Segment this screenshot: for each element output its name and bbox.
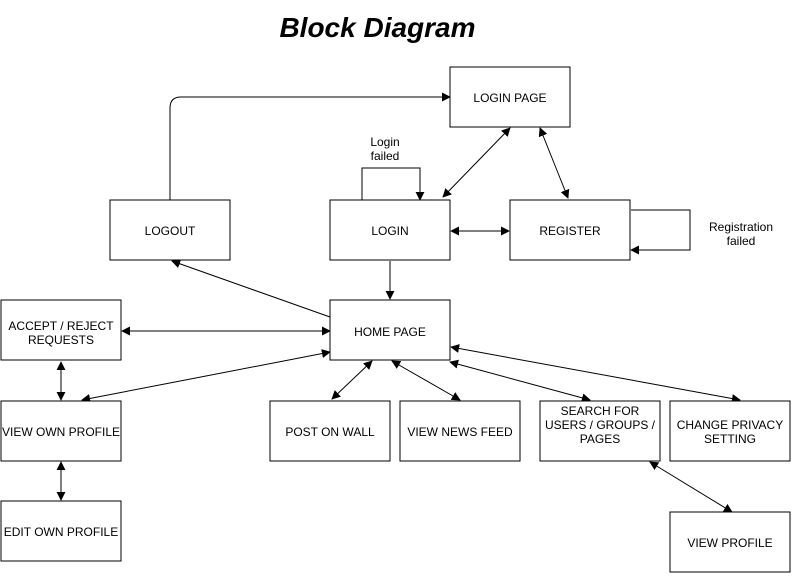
node-change-privacy-label-line2: SETTING — [704, 432, 756, 446]
edge-home-change-privacy — [450, 344, 741, 403]
node-view-news-feed-label: VIEW NEWS FEED — [407, 425, 513, 439]
node-login-page-label: LOGIN PAGE — [473, 91, 546, 105]
edge-login-failed-loop — [361, 167, 425, 201]
edge-home-search — [449, 359, 591, 403]
node-register-label: REGISTER — [539, 224, 601, 238]
node-accept-reject-requests: ACCEPT / REJECT REQUESTS — [0, 299, 122, 361]
node-home-page: HOME PAGE — [329, 299, 451, 361]
node-view-news-feed: VIEW NEWS FEED — [399, 400, 521, 462]
node-logout-label: LOGOUT — [145, 224, 196, 238]
edge-home-news-feed — [391, 360, 461, 401]
note-login-failed-line2: failed — [371, 149, 400, 163]
edge-registration-failed-loop — [630, 209, 691, 255]
node-search-label-line3: PAGES — [580, 432, 620, 446]
edge-register-login-page — [538, 127, 570, 199]
node-view-profile-label: VIEW PROFILE — [687, 536, 772, 550]
node-register: REGISTER — [509, 199, 631, 261]
node-accept-reject-label-line2: REQUESTS — [28, 333, 94, 347]
note-registration-failed-line1: Registration — [709, 220, 773, 234]
node-post-on-wall: POST ON WALL — [269, 400, 391, 462]
node-login-page: LOGIN PAGE — [449, 66, 571, 128]
node-home-page-label: HOME PAGE — [354, 325, 426, 339]
edge-home-post-on-wall — [331, 360, 373, 400]
edge-home-view-own-profile — [81, 349, 331, 403]
node-view-own-profile-label: VIEW OWN PROFILE — [2, 425, 120, 439]
edges — [56, 92, 741, 513]
node-search-label-line1: SEARCH FOR — [561, 404, 640, 418]
node-view-own-profile: VIEW OWN PROFILE — [0, 400, 122, 462]
node-search: SEARCH FOR USERS / GROUPS / PAGES — [539, 400, 661, 462]
node-change-privacy-label-line1: CHANGE PRIVACY — [677, 418, 783, 432]
edge-logout-to-login-page — [169, 92, 451, 200]
edge-search-view-profile — [649, 461, 733, 513]
node-login: LOGIN — [329, 199, 451, 261]
node-login-label: LOGIN — [371, 224, 408, 238]
note-login-failed-line1: Login — [370, 135, 399, 149]
note-registration-failed: Registration failed — [709, 220, 773, 248]
note-login-failed: Login failed — [370, 135, 399, 163]
node-edit-own-profile: EDIT OWN PROFILE — [0, 500, 122, 562]
node-view-profile: VIEW PROFILE — [669, 511, 791, 573]
node-accept-reject-label-line1: ACCEPT / REJECT — [8, 319, 114, 333]
edge-login-login-page — [442, 127, 511, 198]
edge-home-to-logout — [171, 259, 331, 318]
node-change-privacy: CHANGE PRIVACY SETTING — [669, 400, 791, 462]
diagram-title: Block Diagram — [279, 12, 476, 43]
node-edit-own-profile-label: EDIT OWN PROFILE — [4, 525, 118, 539]
node-post-on-wall-label: POST ON WALL — [285, 425, 375, 439]
note-registration-failed-line2: failed — [727, 234, 756, 248]
node-logout: LOGOUT — [109, 199, 231, 261]
node-search-label-line2: USERS / GROUPS / — [545, 418, 656, 432]
